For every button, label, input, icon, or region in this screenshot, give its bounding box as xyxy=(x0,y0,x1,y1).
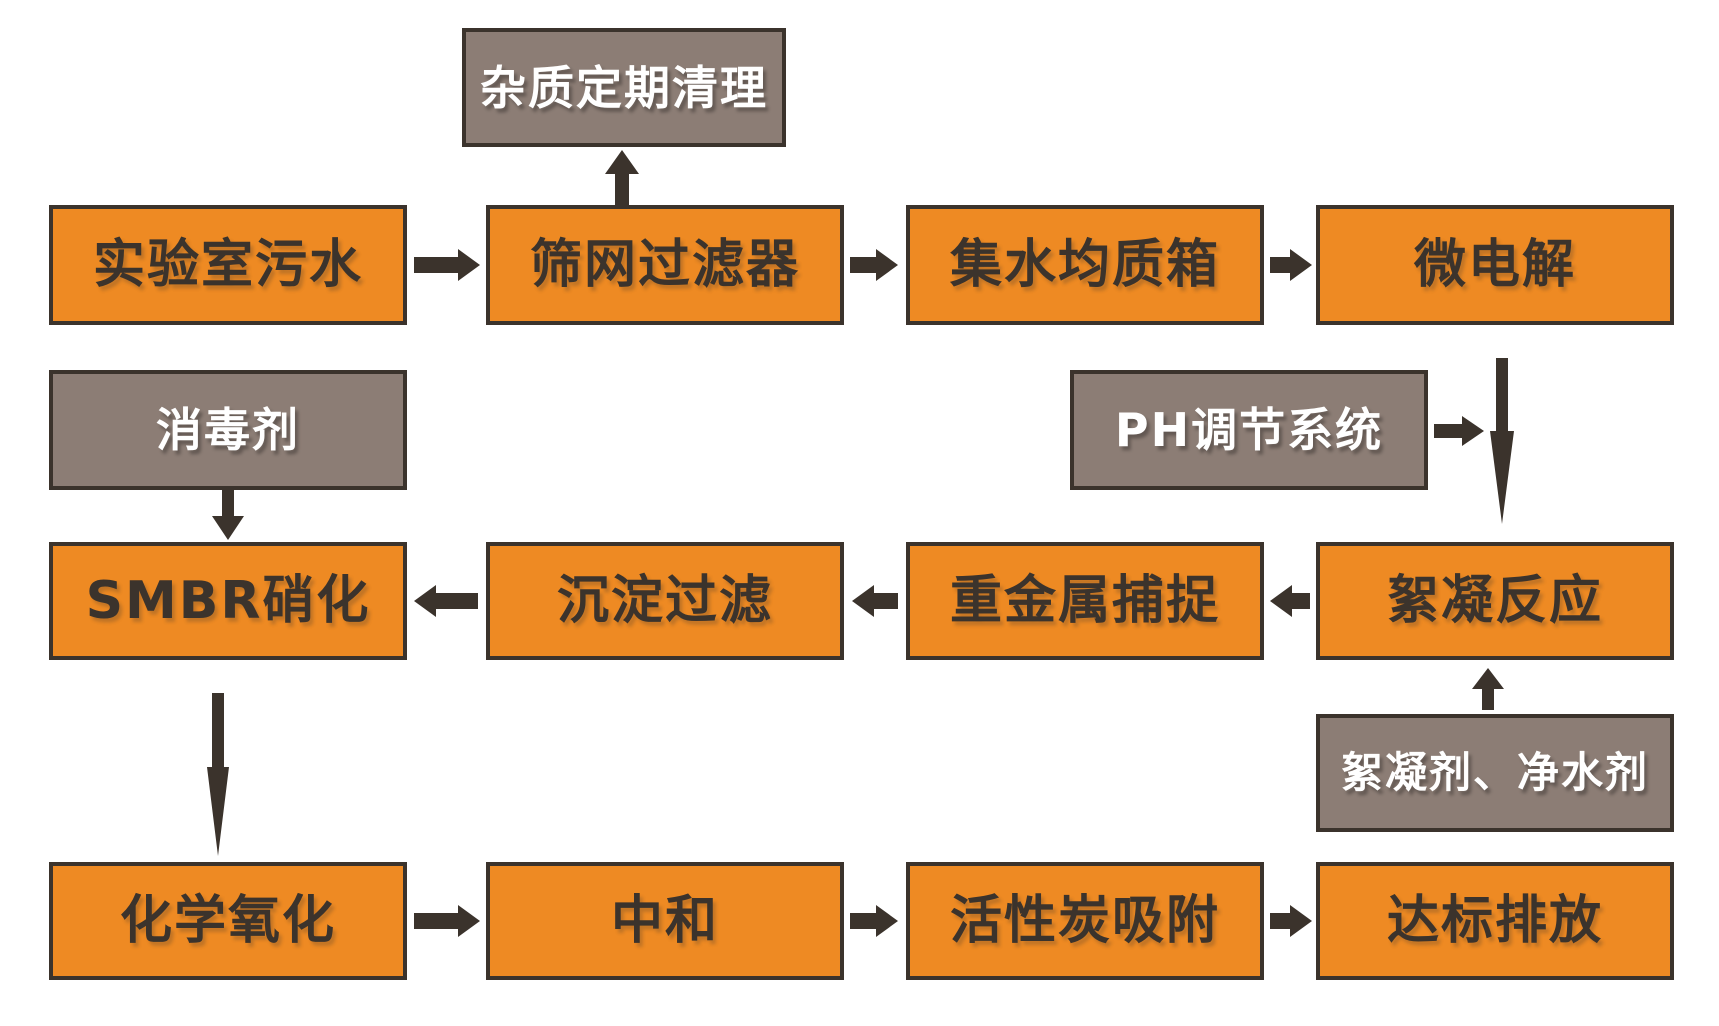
node-equalization-tank-label: 集水均质箱 xyxy=(950,239,1220,291)
node-activated-carbon: 活性炭吸附 xyxy=(906,862,1264,980)
arrow-screen-filter-to-impurity-cleaning xyxy=(605,150,639,205)
arrow-flocculation-to-heavy-metal xyxy=(1270,585,1310,617)
arrow-activated-carbon-to-discharge xyxy=(1270,905,1312,937)
node-disinfectant: 消毒剂 xyxy=(49,370,407,490)
node-impurity-cleaning: 杂质定期清理 xyxy=(462,28,786,147)
node-smbr-nitrification: SMBR硝化 xyxy=(49,542,407,660)
node-sedimentation-filtration: 沉淀过滤 xyxy=(486,542,844,660)
arrow-neutralization-to-activated-carbon xyxy=(850,905,898,937)
node-flocculant-purifier: 絮凝剂、净水剂 xyxy=(1316,714,1674,832)
node-flocculation-reaction: 絮凝反应 xyxy=(1316,542,1674,660)
arrow-disinfectant-to-smbr xyxy=(212,490,244,540)
node-heavy-metal-capture-label: 重金属捕捉 xyxy=(950,575,1220,627)
node-flocculation-reaction-label: 絮凝反应 xyxy=(1387,575,1603,627)
arrow-ph-adjustment-to-flow xyxy=(1434,416,1484,446)
node-standard-discharge-label: 达标排放 xyxy=(1387,895,1603,947)
node-sedimentation-filtration-label: 沉淀过滤 xyxy=(557,575,773,627)
node-chemical-oxidation: 化学氧化 xyxy=(49,862,407,980)
node-lab-sewage-label: 实验室污水 xyxy=(93,239,363,291)
arrow-flocculant-to-flocculation xyxy=(1472,668,1504,710)
node-screen-filter-label: 筛网过滤器 xyxy=(530,239,800,291)
node-impurity-cleaning-label: 杂质定期清理 xyxy=(480,65,768,111)
node-chemical-oxidation-label: 化学氧化 xyxy=(120,895,336,947)
node-standard-discharge: 达标排放 xyxy=(1316,862,1674,980)
node-ph-adjustment-label: PH调节系统 xyxy=(1115,407,1383,453)
node-micro-electrolysis-label: 微电解 xyxy=(1414,239,1576,291)
arrow-smbr-to-chemical-oxidation xyxy=(207,693,229,856)
node-flocculant-purifier-label: 絮凝剂、净水剂 xyxy=(1341,752,1649,794)
arrow-lab-sewage-to-screen-filter xyxy=(414,249,480,281)
arrow-screen-filter-to-equalization-tank xyxy=(850,249,898,281)
node-equalization-tank: 集水均质箱 xyxy=(906,205,1264,325)
arrow-heavy-metal-to-sedimentation xyxy=(852,585,898,617)
node-disinfectant-label: 消毒剂 xyxy=(156,407,300,453)
node-smbr-nitrification-label: SMBR硝化 xyxy=(86,575,371,627)
node-neutralization-label: 中和 xyxy=(611,895,719,947)
node-activated-carbon-label: 活性炭吸附 xyxy=(950,895,1220,947)
node-ph-adjustment: PH调节系统 xyxy=(1070,370,1428,490)
node-micro-electrolysis: 微电解 xyxy=(1316,205,1674,325)
node-lab-sewage: 实验室污水 xyxy=(49,205,407,325)
arrow-sedimentation-to-smbr xyxy=(414,585,478,617)
node-neutralization: 中和 xyxy=(486,862,844,980)
arrow-equalization-tank-to-micro-electrolysis xyxy=(1270,249,1312,281)
arrow-chemical-oxidation-to-neutralization xyxy=(414,905,480,937)
node-screen-filter: 筛网过滤器 xyxy=(486,205,844,325)
arrow-micro-electrolysis-to-flocculation xyxy=(1490,358,1514,524)
node-heavy-metal-capture: 重金属捕捉 xyxy=(906,542,1264,660)
